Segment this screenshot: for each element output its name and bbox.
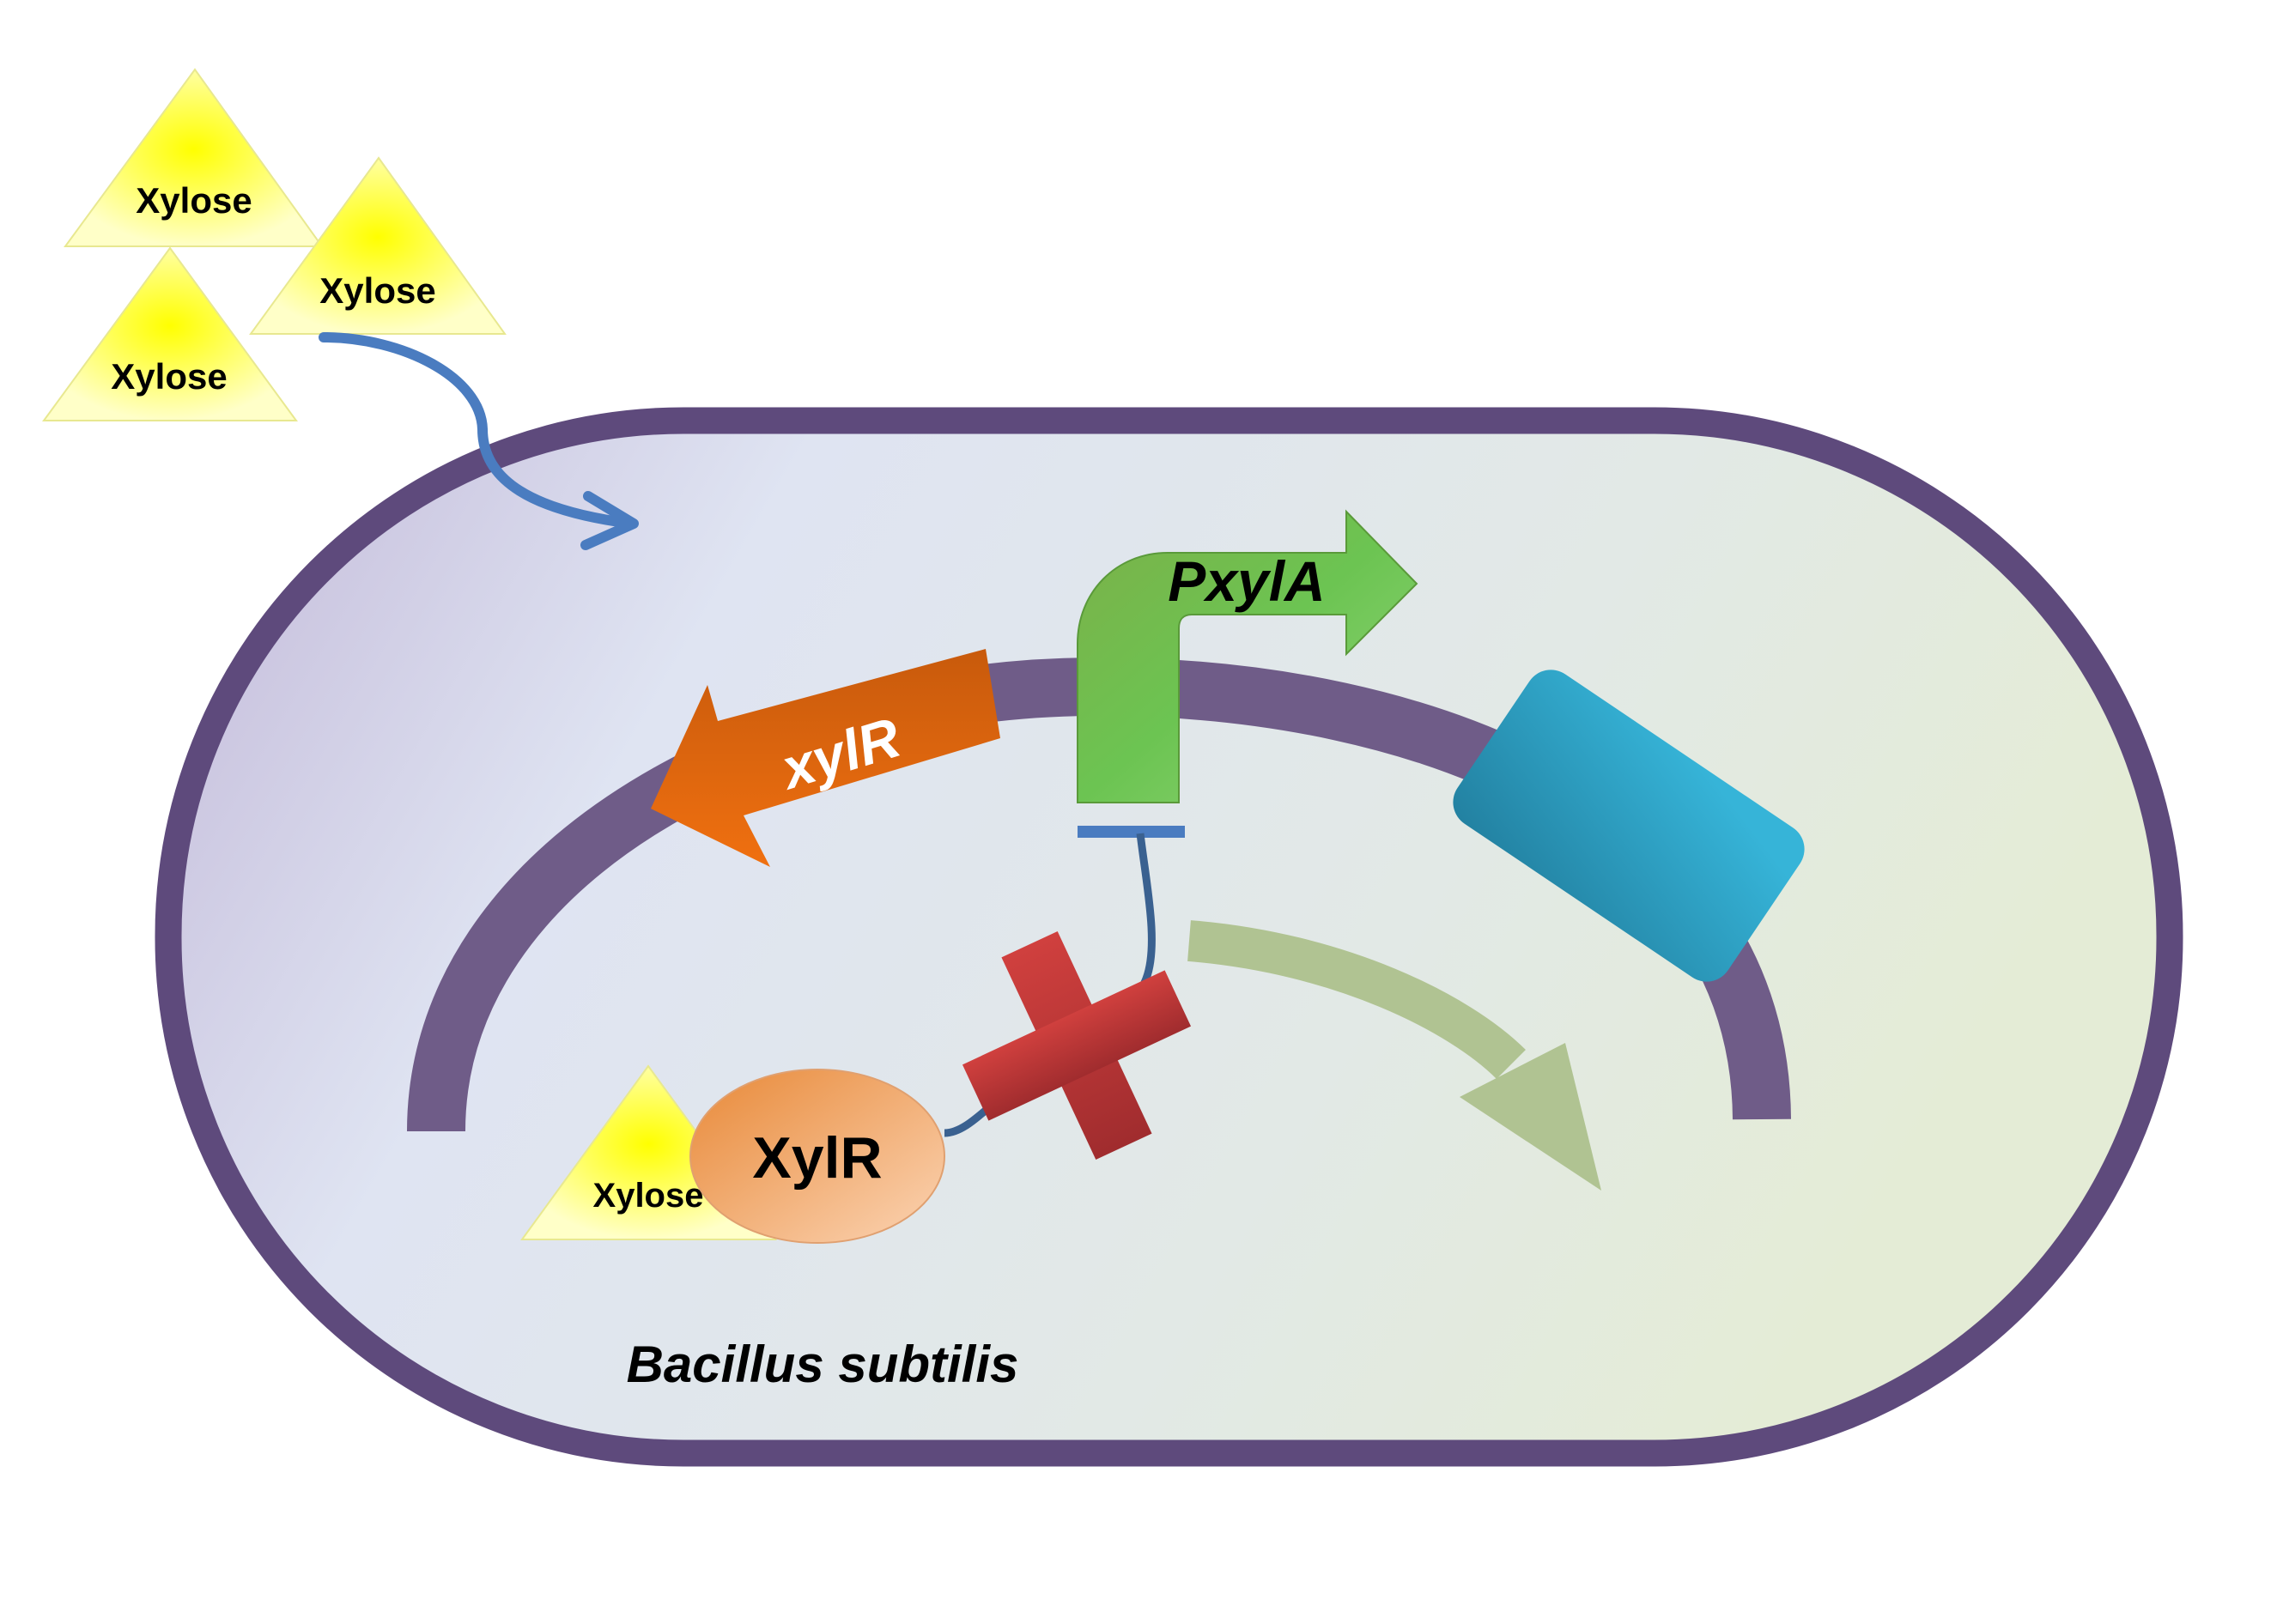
target-gene [1453, 670, 1805, 982]
blocked-cross-icon [962, 930, 1192, 1160]
xylose-label: Xylose [111, 356, 227, 397]
xylose-molecule-2: Xylose [249, 156, 507, 335]
xylR-repressor: XylR [689, 1069, 945, 1244]
xylose-molecule-1: Xylose [64, 68, 324, 247]
xylR-repressor-label: XylR [752, 1125, 882, 1191]
uptake-arrow [319, 332, 639, 550]
xylose-label: Xylose [136, 180, 252, 221]
pxylA-promoter: PxylA [1077, 509, 1418, 803]
xylose-label: Xylose [319, 270, 435, 311]
organism-label: Bacillus subtilis [627, 1336, 1019, 1393]
xylose-molecule-3: Xylose [42, 246, 298, 421]
pxylA-label: PxylA [1168, 549, 1325, 613]
bound-xylose-label: Xylose [593, 1177, 704, 1215]
expression-arrow [1187, 920, 1601, 1191]
